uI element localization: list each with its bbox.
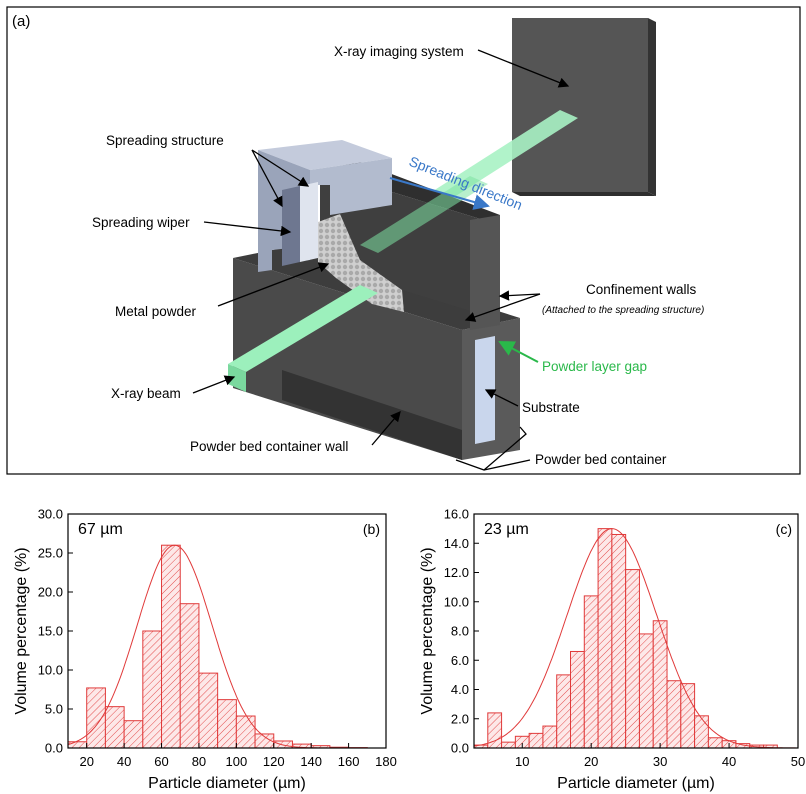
label-confinement-note: (Attached to the spreading structure): [542, 305, 704, 316]
label-spreading-wiper: Spreading wiper: [92, 215, 190, 230]
y-axis-label: Volume percentage (%): [13, 547, 30, 714]
size-annotation: 23 µm: [484, 521, 529, 538]
y-tick-label: 6.0: [451, 653, 469, 668]
histogram-bar: [542, 725, 558, 749]
size-annotation: 67 µm: [78, 521, 123, 538]
x-tick-label: 160: [338, 754, 360, 769]
histogram-bar: [611, 533, 627, 749]
y-tick-label: 10.0: [38, 663, 63, 678]
gaussian-fit-line: [473, 528, 798, 749]
histogram-bar: [680, 683, 696, 749]
label-metal-powder: Metal powder: [115, 304, 197, 319]
gap-arrow: [498, 341, 539, 363]
x-tick-label: 100: [226, 754, 248, 769]
schematic-figure: (a): [6, 6, 801, 475]
x-tick-label: 40: [722, 754, 736, 769]
y-tick-label: 4.0: [451, 682, 469, 697]
x-tick-label: 140: [300, 754, 322, 769]
x-tick-label: 60: [154, 754, 168, 769]
label-spreading-structure: Spreading structure: [106, 133, 224, 148]
histogram-bar: [86, 687, 106, 749]
histogram-bar: [104, 706, 125, 749]
label-powder-layer-gap: Powder layer gap: [542, 359, 647, 374]
histogram-bar: [597, 528, 613, 749]
x-tick-label: 30: [653, 754, 667, 769]
leader-lines: [192, 49, 570, 471]
y-tick-label: 0.0: [45, 741, 63, 756]
x-tick-label: 20: [79, 754, 93, 769]
y-tick-label: 14.0: [444, 536, 469, 551]
label-xray-beam: X-ray beam: [111, 386, 181, 401]
y-tick-label: 12.0: [444, 565, 469, 580]
histogram-chart-b: 20 40 60 80 100 120 140 160 180 0.0 5.0 10.0 15.0 20.…: [13, 507, 397, 793]
histogram-bar: [666, 680, 682, 749]
x-tick-label: 180: [375, 754, 397, 769]
x-tick-label: 40: [117, 754, 131, 769]
histogram-chart-c: 10 20 30 40 50 0.0 2.0 4.0 6.0 8.0 10.0 12.0 14.0 16.…: [419, 507, 805, 793]
histogram-bar: [179, 603, 200, 749]
y-tick-label: 10.0: [444, 594, 469, 609]
substrate: [475, 336, 495, 444]
label-xray-imaging: X-ray imaging system: [334, 44, 464, 59]
label-container: Powder bed container: [535, 452, 667, 467]
histogram-bar: [638, 633, 654, 749]
histogram-bar: [694, 715, 709, 749]
x-tick-label: 20: [584, 754, 598, 769]
x-axis-label: Particle diameter (µm): [148, 775, 306, 792]
y-tick-label: 8.0: [451, 624, 469, 639]
histogram-bar: [123, 720, 144, 749]
y-axis-label: Volume percentage (%): [419, 547, 436, 714]
label-confinement-walls: Confinement walls: [586, 282, 697, 297]
spreading-structure: [258, 140, 392, 272]
histogram-bar: [625, 569, 640, 749]
y-tick-label: 20.0: [38, 585, 63, 600]
histogram-bar: [198, 672, 219, 749]
histogram-bar: [142, 630, 163, 749]
y-tick-label: 0.0: [451, 741, 469, 756]
y-tick-label: 16.0: [444, 507, 469, 522]
histogram-bar: [235, 715, 256, 749]
label-container-wall: Powder bed container wall: [190, 439, 348, 454]
x-tick-label: 50: [791, 754, 805, 769]
y-tick-label: 2.0: [451, 711, 469, 726]
y-tick-label: 25.0: [38, 546, 63, 561]
histogram-bar: [161, 544, 181, 749]
xray-detector: [512, 18, 656, 196]
panel-a-label: (a): [12, 13, 30, 30]
x-tick-label: 80: [192, 754, 206, 769]
histogram-bar: [501, 741, 516, 749]
histogram-bar: [570, 650, 585, 749]
panel-label: (b): [363, 521, 380, 537]
histogram-bar: [528, 732, 544, 749]
histogram-bar: [583, 595, 599, 749]
histogram-bar: [217, 699, 237, 749]
y-tick-label: 5.0: [45, 702, 63, 717]
x-axis-label: Particle diameter (µm): [557, 775, 715, 792]
x-tick-label: 10: [515, 754, 529, 769]
label-substrate: Substrate: [522, 400, 580, 415]
x-tick-label: 120: [263, 754, 285, 769]
histogram-bar: [707, 737, 723, 749]
histogram-bar: [556, 674, 572, 749]
histogram-bar: [67, 741, 88, 749]
y-tick-label: 15.0: [38, 624, 63, 639]
metal-powder: [318, 214, 404, 312]
y-tick-label: 30.0: [38, 507, 63, 522]
spreading-direction-arrow: [389, 177, 490, 210]
panel-label: (c): [776, 521, 792, 537]
